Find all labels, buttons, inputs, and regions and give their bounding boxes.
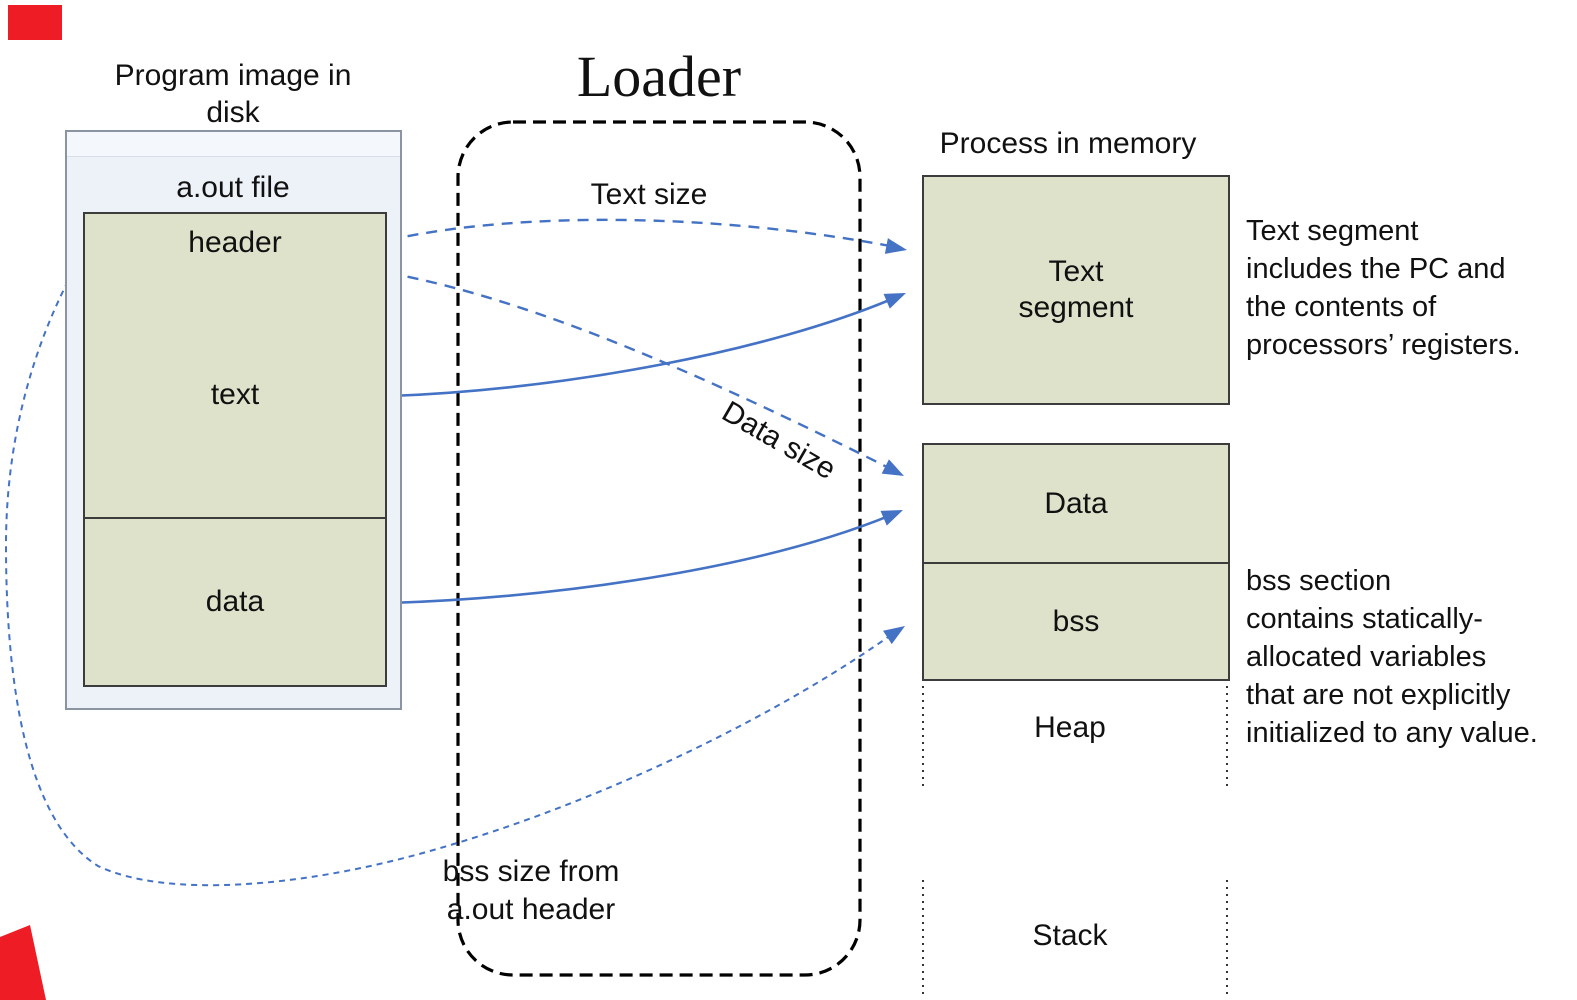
data-size-arrowhead-icon [881, 459, 904, 476]
text-segment-annotation: Text segment includes the PC and the con… [1246, 212, 1521, 364]
annotation-line: contains statically- [1246, 603, 1483, 635]
text-to-textsegment-arrow [389, 294, 900, 398]
disk-section-header: header [83, 212, 387, 274]
text-segment-box: Text segment [922, 175, 1230, 405]
bss-size-label-line1: bss size from [442, 855, 620, 888]
annotation-line: includes the PC and [1246, 253, 1506, 285]
loader-title: Loader [576, 44, 742, 109]
text-size-dashed-arrow [388, 218, 902, 250]
memory-bss-label: bss [1052, 604, 1100, 638]
aout-file-label: a.out file [176, 171, 290, 204]
annotation-line: the contents of [1246, 291, 1437, 323]
text-size-label: Text size [590, 178, 708, 211]
red-mark-bottom-left [0, 925, 46, 1000]
bss-size-dashed-arrow [4, 251, 899, 887]
text-label: text [210, 377, 260, 411]
memory-data-label: Data [1044, 486, 1108, 520]
text-size-arrowhead-icon [884, 238, 907, 254]
memory-data-section: Data [924, 445, 1228, 564]
data-bss-box: Data bss [922, 443, 1230, 681]
annotation-line: Text segment [1246, 215, 1419, 247]
memory-title: Process in memory [939, 127, 1197, 160]
annotation-line: that are not explicitly [1246, 679, 1511, 711]
red-mark-top-left [8, 5, 62, 40]
annotation-line: bss section [1246, 565, 1392, 597]
disk-box-topband [67, 132, 400, 157]
bss-annotation: bss section contains statically- allocat… [1246, 562, 1538, 752]
text-segment-label-line2: segment [1018, 291, 1134, 324]
bss-arrowhead-icon [883, 626, 905, 645]
text-segment-label-line1: Text [1048, 255, 1104, 288]
heap-label: Heap [1034, 711, 1106, 744]
memory-bss-section: bss [924, 564, 1228, 679]
disk-section-text: text [83, 272, 387, 519]
annotation-line: initialized to any value. [1246, 717, 1538, 749]
annotation-line: allocated variables [1246, 641, 1487, 673]
text-arrowhead-icon [883, 293, 906, 309]
data-label: data [205, 585, 265, 618]
loader-dashed-boundary [456, 120, 862, 977]
disk-title-line1: Program image in [114, 59, 352, 92]
stack-label: Stack [1032, 919, 1108, 952]
data-to-data-arrow [389, 511, 897, 605]
data-arrowhead-icon [880, 510, 903, 526]
disk-title-line2: disk [206, 96, 260, 129]
bss-size-label-line2: a.out header [446, 893, 616, 926]
annotation-line: processors’ registers. [1246, 329, 1521, 361]
data-size-dashed-arrow [388, 271, 898, 474]
disk-section-data: data [83, 519, 387, 687]
header-label: header [188, 226, 282, 259]
